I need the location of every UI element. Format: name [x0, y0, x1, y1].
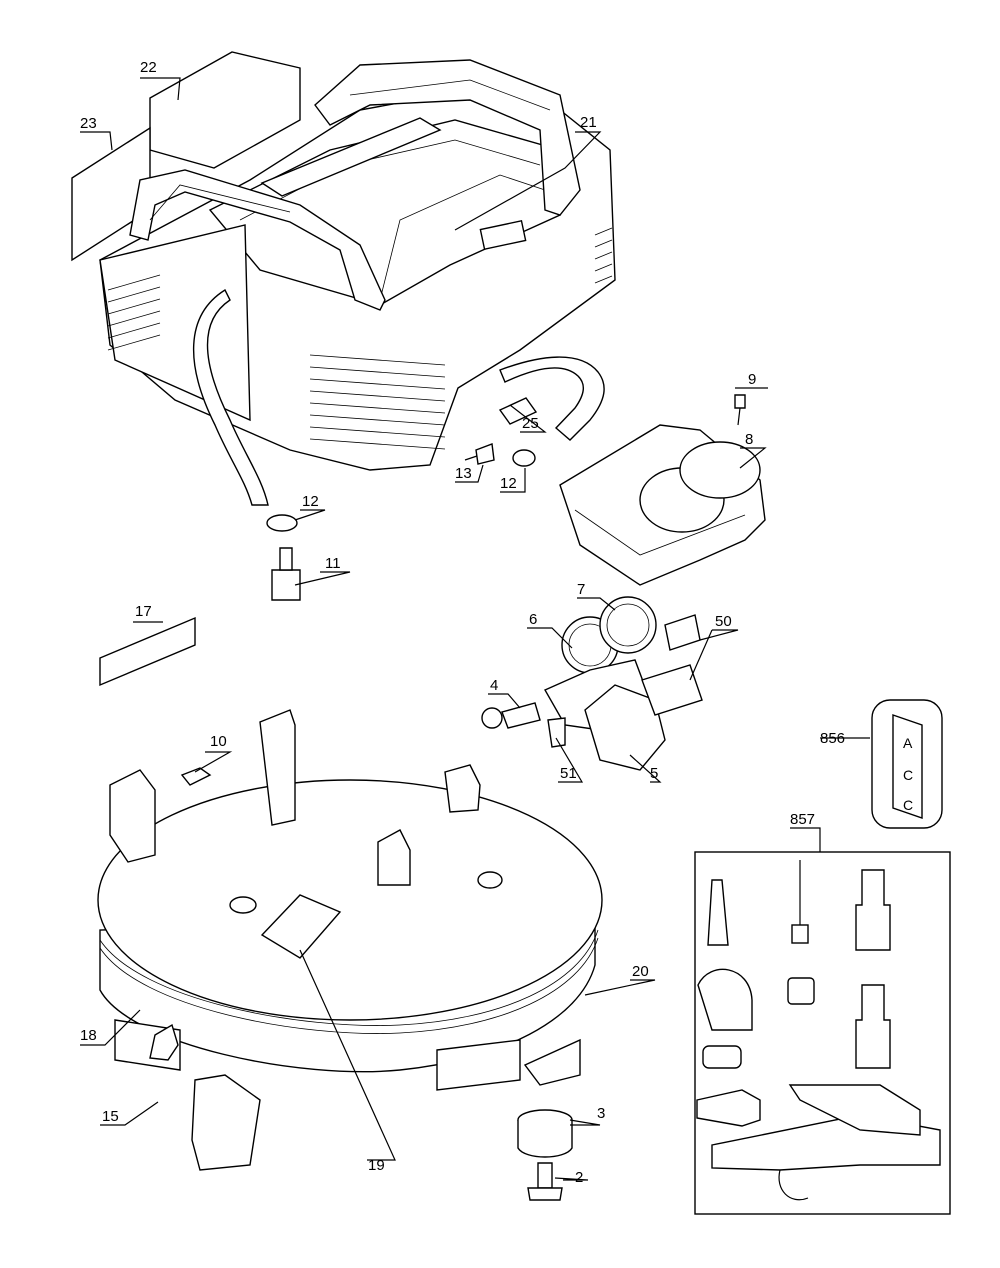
screw-9 — [734, 394, 746, 426]
tag-letter-c1: C — [903, 767, 913, 783]
callout-18: 18 — [80, 1027, 97, 1044]
callout-2: 2 — [575, 1169, 583, 1186]
pad-10 — [180, 767, 212, 786]
decal-17 — [99, 616, 196, 687]
callout-25: 25 — [522, 415, 539, 432]
callout-20: 20 — [632, 963, 649, 980]
callout-12-left: 12 — [302, 493, 319, 510]
tag-letter-a: A — [903, 735, 913, 751]
callout-5: 5 — [650, 765, 658, 782]
callout-22: 22 — [140, 59, 157, 76]
accessory-kit-857 — [694, 851, 951, 1215]
callout-10: 10 — [210, 733, 227, 750]
tag-letter-c2: C — [903, 797, 913, 813]
console-cover-8 — [559, 424, 766, 586]
callout-13: 13 — [455, 465, 472, 482]
leader-lines — [80, 77, 870, 1181]
tag-856: A C C — [871, 699, 943, 829]
hose-clamp-12-right — [512, 449, 536, 467]
callout-labels: 22 23 21 9 8 25 13 12 12 11 7 6 50 4 5 5… — [80, 59, 845, 1186]
callout-11: 11 — [325, 555, 341, 572]
callout-51: 51 — [560, 765, 577, 782]
callout-12-right: 12 — [500, 475, 517, 492]
fitting-11 — [271, 547, 301, 601]
callout-15: 15 — [102, 1108, 119, 1125]
callout-856: 856 — [820, 730, 845, 747]
screw-13 — [464, 443, 495, 465]
air-tank-20 — [97, 709, 603, 1171]
callout-857: 857 — [790, 811, 815, 828]
motor-shroud-21 — [99, 59, 616, 506]
manifold-assembly — [481, 596, 703, 771]
callout-50: 50 — [715, 613, 732, 630]
callout-7: 7 — [577, 581, 585, 598]
screw-2 — [527, 1162, 563, 1201]
callout-9: 9 — [748, 371, 756, 388]
callout-3: 3 — [597, 1105, 605, 1122]
rubber-foot-3 — [517, 1109, 573, 1158]
hose-clamp-12-left — [266, 514, 298, 532]
callout-21: 21 — [580, 114, 597, 131]
callout-8: 8 — [745, 431, 753, 448]
callout-17: 17 — [135, 603, 152, 620]
callout-4: 4 — [490, 677, 498, 694]
callout-23: 23 — [80, 115, 97, 132]
callout-19: 19 — [368, 1157, 385, 1174]
label-22-sticker — [149, 51, 301, 169]
callout-6: 6 — [529, 611, 537, 628]
